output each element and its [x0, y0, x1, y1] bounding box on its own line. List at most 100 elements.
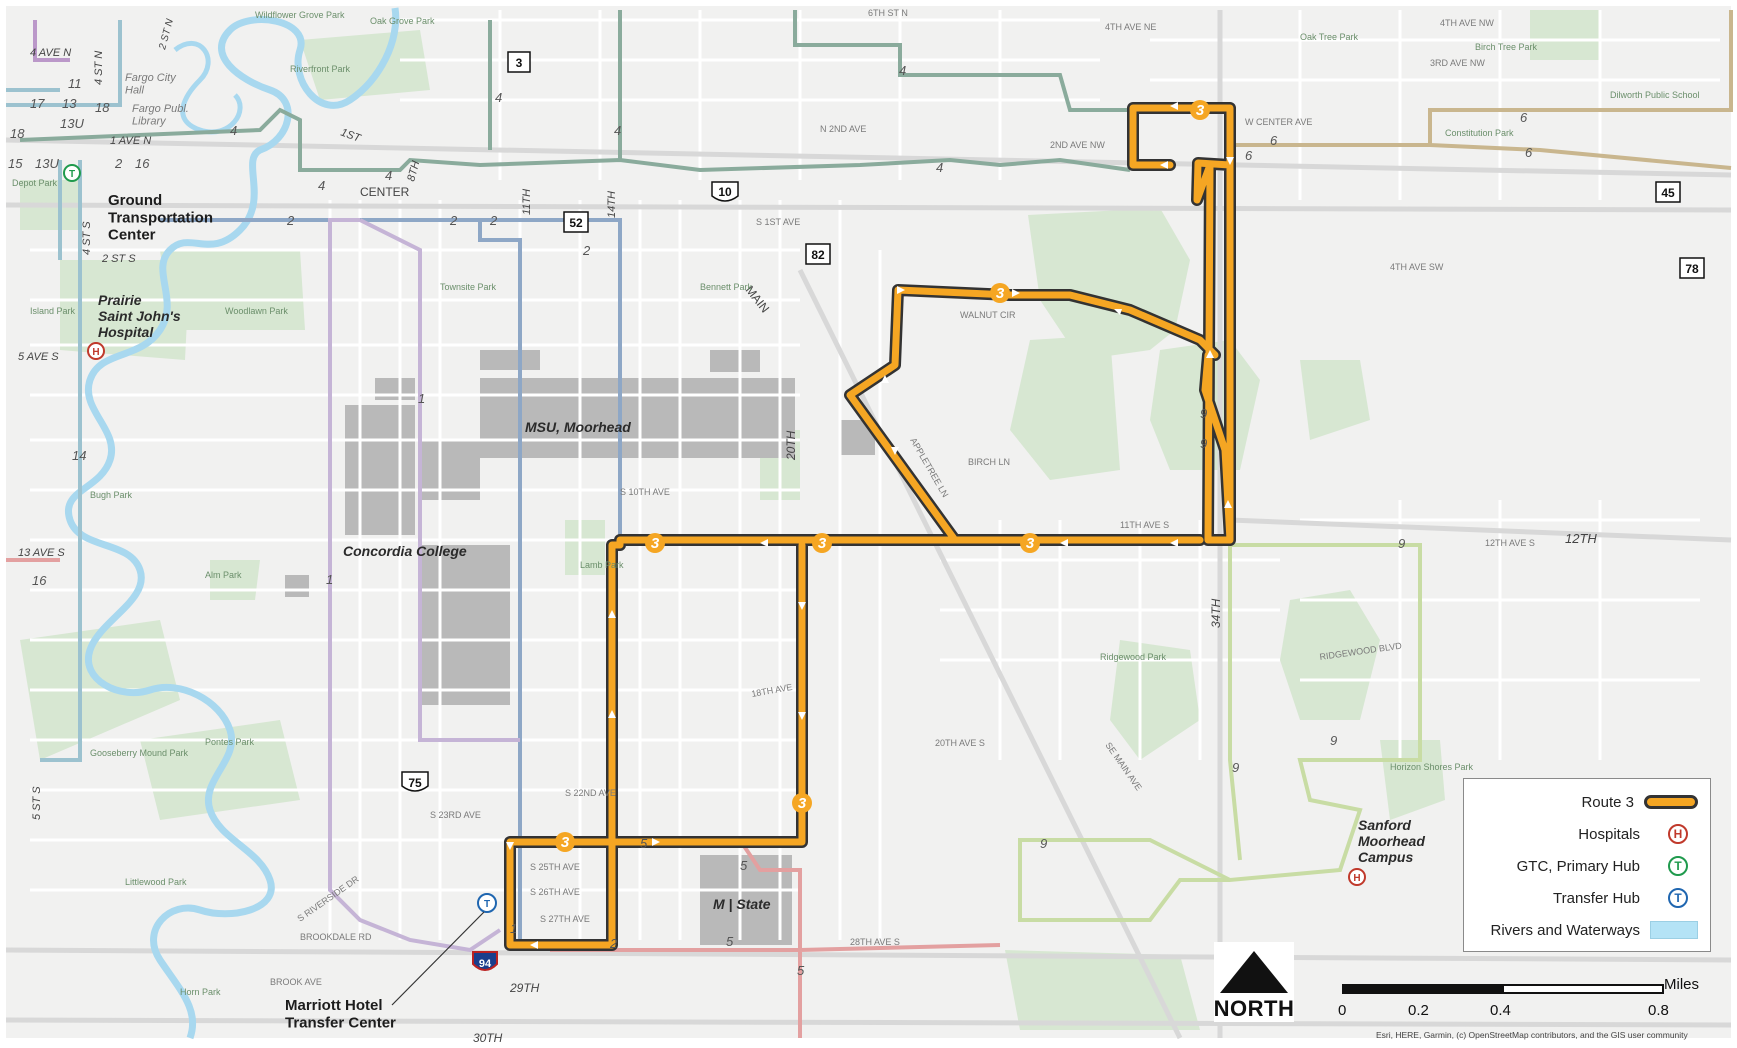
- legend-label-route: Route 3: [1581, 793, 1634, 811]
- route-number-label: 5: [797, 963, 805, 978]
- route-number-label: 5: [740, 858, 748, 873]
- road-label-walnut-cir: WALNUT CIR: [960, 310, 1016, 320]
- route-number-label: 16: [32, 573, 47, 588]
- scale-bar-segment-dark: [1342, 984, 1504, 994]
- legend-label-transfer: Transfer Hub: [1553, 889, 1640, 907]
- park-label: Bugh Park: [90, 490, 133, 500]
- gtc-hub-icon: T: [63, 164, 81, 182]
- road-label-s-10th-ave: S 10TH AVE: [620, 487, 670, 497]
- route-number-label: 2: [286, 213, 295, 228]
- route-3-marker: 3: [818, 535, 827, 552]
- legend-label-hospitals: Hospitals: [1578, 825, 1640, 843]
- route-3-marker: 3: [1026, 535, 1035, 552]
- svg-text:75: 75: [408, 776, 422, 790]
- route-3-marker: 3: [651, 535, 660, 552]
- park-label: Island Park: [30, 306, 76, 316]
- park-label: Wildflower Grove Park: [255, 10, 345, 20]
- route-1-line: [328, 218, 520, 953]
- shield-78: 78: [1679, 257, 1705, 279]
- svg-text:78: 78: [1685, 262, 1699, 276]
- route-9-line: [1018, 543, 1422, 922]
- route-number-label: 2: [489, 213, 498, 228]
- route-number-label: 6: [1245, 148, 1253, 163]
- scale-units: Miles: [1664, 976, 1700, 993]
- river-branch: [173, 41, 243, 135]
- road-label-w-center-ave: W CENTER AVE: [1245, 117, 1312, 127]
- road-label-29th: 29TH: [509, 981, 540, 995]
- route-3-markers: 3 3 3 3 3 3 3: [555, 100, 1210, 852]
- road-label-4-ave-n: 4 AVE N: [30, 47, 71, 59]
- route-number-label: 13: [62, 96, 77, 111]
- road-label-4th-ave-ne: 4TH AVE NE: [1105, 22, 1156, 32]
- route-number-label: 4: [936, 160, 943, 175]
- map-attribution: Esri, HERE, Garmin, (c) OpenStreetMap co…: [1376, 1030, 1688, 1040]
- route-number-label: 2: [582, 243, 591, 258]
- park-label: Oak Tree Park: [1300, 32, 1359, 42]
- road-label-11th: 11TH: [521, 189, 533, 215]
- sanford-hospital-icon: H: [1348, 868, 1366, 886]
- route-number-label: 9: [1330, 733, 1337, 748]
- road-label-4-st-n: 4 ST N: [93, 51, 105, 85]
- route-number-label: 13U: [35, 156, 59, 171]
- road-label-11th-ave-s: 11TH AVE S: [1120, 520, 1169, 530]
- park-label: Depot Park: [12, 178, 58, 188]
- scale-bar: 0 0.2 0.4 0.8 Miles: [1338, 976, 1708, 1019]
- road-label-s-1st-ave: S 1ST AVE: [756, 217, 800, 227]
- gtc-label-text-line: Center: [108, 227, 156, 244]
- road-label-birch-ln: BIRCH LN: [968, 457, 1010, 467]
- fargo-library-label: Fargo Publ.Library: [132, 103, 189, 128]
- route-number-label: 4: [899, 63, 906, 78]
- fargo-library-text-line: Library: [132, 116, 167, 128]
- shield-45: 45: [1655, 181, 1681, 203]
- gtc-hub-legend-icon: T: [1668, 856, 1688, 876]
- route-swatch-icon: [1644, 795, 1698, 809]
- scale-tick: 0.2: [1408, 1002, 1429, 1019]
- north-arrow-icon: [1220, 951, 1288, 993]
- shield-10: 10: [711, 181, 739, 202]
- route-number-label: 4: [614, 123, 621, 138]
- svg-text:T: T: [69, 169, 75, 180]
- msu-label: MSU, Moorhead: [525, 419, 631, 435]
- route-3-marker: 3: [1196, 102, 1205, 119]
- park-label: Townsite Park: [440, 282, 497, 292]
- park-label: Horizon Shores Park: [1390, 762, 1474, 772]
- road-label-34th: 34TH: [1209, 598, 1223, 628]
- road-label-s-27th-ave: S 27TH AVE: [540, 914, 590, 924]
- fargo-library-text: Fargo Publ.: [132, 103, 189, 115]
- route-number-label: 13U: [60, 116, 84, 131]
- svg-text:45: 45: [1661, 186, 1675, 200]
- road-label-14th: 14TH: [606, 191, 618, 218]
- scale-bar-segment-light: [1502, 984, 1664, 994]
- route-number-label: 17: [30, 96, 45, 111]
- park-label: Gooseberry Mound Park: [90, 748, 189, 758]
- sanford-label-text: Sanford: [1358, 817, 1411, 833]
- legend-row-route: Route 3: [1581, 787, 1698, 817]
- route-number-label: 4: [230, 123, 237, 138]
- shield-94: 94: [472, 951, 498, 971]
- route-number-label: 4: [495, 90, 502, 105]
- legend-row-transfer: Transfer Hub T: [1553, 883, 1688, 913]
- route-number-label: 2: [609, 936, 618, 951]
- road-label-2-st-s: 2 ST S: [101, 253, 136, 265]
- route-number-label: 1: [326, 572, 333, 587]
- scale-tick: 0.4: [1490, 1002, 1511, 1019]
- route-3-arrows: [506, 102, 1234, 949]
- park-label: Horn Park: [180, 987, 221, 997]
- north-label: NORTH: [1213, 996, 1295, 1021]
- road-label-20th-ave-s: 20TH AVE S: [935, 738, 985, 748]
- svg-text:82: 82: [811, 248, 825, 262]
- svg-text:3: 3: [516, 56, 523, 70]
- route-number-label: 9: [1398, 536, 1405, 551]
- road-label-4th-ave-nw: 4TH AVE NW: [1440, 18, 1494, 28]
- route-number-label: 14: [72, 448, 86, 463]
- shield-75: 75: [401, 771, 429, 792]
- route-number-label: 16: [135, 156, 150, 171]
- road-label-s-26th-ave: S 26TH AVE: [530, 887, 580, 897]
- road-label-1-ave-n: 1 AVE N: [110, 135, 151, 147]
- park-labels: Island Park Woodlawn Park Oak Grove Park…: [12, 10, 1700, 997]
- hospital-label-text: Prairie: [98, 292, 142, 308]
- major-roads: [5, 10, 1732, 1040]
